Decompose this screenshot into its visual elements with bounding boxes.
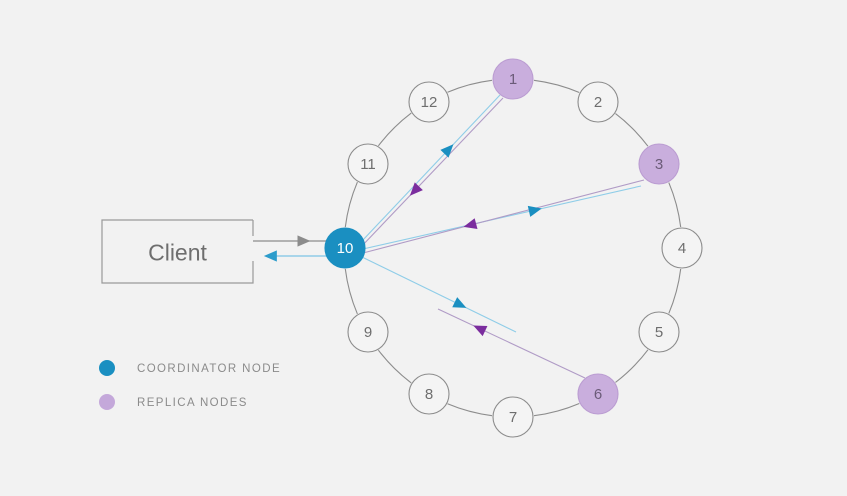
ring-circle-path xyxy=(344,79,682,417)
ring-node-11-label: 11 xyxy=(360,156,376,173)
legend-replica-dot-icon xyxy=(99,394,115,410)
ring-node-7-label: 7 xyxy=(509,409,517,426)
ring-node-3[interactable]: 3 xyxy=(638,143,680,185)
coordinator-to-node-6-outbound-arrowhead-icon xyxy=(452,297,467,308)
ring-node-4-circle xyxy=(661,227,703,269)
ring-node-12-circle xyxy=(408,81,450,123)
coordinator-to-node-1-inbound-line xyxy=(359,97,504,249)
ring-node-5-label: 5 xyxy=(655,324,663,341)
ring-node-11-circle xyxy=(347,143,389,185)
ring-node-9[interactable]: 9 xyxy=(347,311,389,353)
coordinator-to-node-6 xyxy=(361,256,586,379)
ring-arc-1-2 xyxy=(533,79,580,94)
coordinator-to-node-1-outbound-line xyxy=(361,94,501,242)
ring-node-6-circle xyxy=(577,373,619,415)
coordinator-to-node-1-outbound-arrowhead-icon xyxy=(440,144,454,158)
legend: COORDINATOR NODE REPLICA NODES xyxy=(99,360,281,410)
ring-arc-3-4 xyxy=(668,182,682,228)
ring-node-2-circle xyxy=(577,81,619,123)
ring-arc-2-3 xyxy=(615,113,649,147)
ring-node-9-label: 9 xyxy=(364,324,372,341)
ring-node-9-circle xyxy=(347,311,389,353)
coordinator-to-node-1 xyxy=(359,94,504,249)
ring-node-4[interactable]: 4 xyxy=(661,227,703,269)
ring-node-5[interactable]: 5 xyxy=(638,311,680,353)
ring-arc-9-10 xyxy=(344,268,358,315)
ring-node-10[interactable]: 10 xyxy=(324,227,366,269)
ring-node-8-circle xyxy=(408,373,450,415)
coordinator-to-node-6-inbound-line xyxy=(437,308,586,379)
ring-node-1-label: 1 xyxy=(509,71,517,88)
coordinator-to-node-6-outbound-line xyxy=(361,256,517,333)
ring-node-1-circle xyxy=(492,58,534,100)
client-response-arrowhead-icon xyxy=(263,250,277,262)
ring-arc-12-1 xyxy=(447,79,493,93)
ring-node-1[interactable]: 1 xyxy=(492,58,534,100)
ring-node-3-circle xyxy=(638,143,680,185)
client-request-arrowhead-icon xyxy=(297,235,311,247)
ring-arc-8-9 xyxy=(377,349,412,384)
ring-node-8-label: 8 xyxy=(425,386,433,403)
ring-arc-6-7 xyxy=(533,402,580,417)
ring-arc-10-11 xyxy=(344,181,358,228)
client-group: Client xyxy=(101,219,328,284)
ring-node-10-circle xyxy=(324,227,366,269)
legend-replica-label: REPLICA NODES xyxy=(137,397,248,409)
coordinator-to-node-1-inbound-arrowhead-icon xyxy=(409,182,423,196)
client-box-outline xyxy=(101,219,254,284)
coordinator-to-node-3-outbound-line xyxy=(362,185,642,250)
ring-arc-4-5 xyxy=(668,268,682,314)
coordinator-to-node-3-inbound-line xyxy=(362,179,645,254)
ring-node-5-circle xyxy=(638,311,680,353)
ring-node-7[interactable]: 7 xyxy=(492,396,534,438)
coordinator-to-node-3 xyxy=(362,179,645,254)
ring-node-12[interactable]: 12 xyxy=(408,81,450,123)
legend-item-coordinator: COORDINATOR NODE xyxy=(99,360,281,376)
ring-node-11[interactable]: 11 xyxy=(347,143,389,185)
ring-node-6[interactable]: 6 xyxy=(577,373,619,415)
ring-node-2-label: 2 xyxy=(594,94,602,111)
ring-arc-5-6 xyxy=(615,349,649,383)
legend-item-replica: REPLICA NODES xyxy=(99,394,248,410)
replication-connections xyxy=(359,94,645,379)
ring-arc-7-8 xyxy=(447,403,493,417)
coordinator-to-node-6-inbound-arrowhead-icon xyxy=(473,325,488,337)
legend-coordinator-label: COORDINATOR NODE xyxy=(137,363,281,375)
ring-arc-11-12 xyxy=(377,112,412,147)
coordinator-to-node-3-inbound-arrowhead-icon xyxy=(463,218,478,230)
ring-node-12-label: 12 xyxy=(421,94,438,111)
ring-node-4-label: 4 xyxy=(678,240,686,257)
client-label: Client xyxy=(148,240,207,266)
ring-node-8[interactable]: 8 xyxy=(408,373,450,415)
ring-node-10-label: 10 xyxy=(337,240,354,257)
ring-node-3-label: 3 xyxy=(655,156,663,173)
ring-node-2[interactable]: 2 xyxy=(577,81,619,123)
ring-node-7-circle xyxy=(492,396,534,438)
ring-node-6-label: 6 xyxy=(594,386,602,403)
legend-coordinator-dot-icon xyxy=(99,360,115,376)
coordinator-to-node-3-outbound-arrowhead-icon xyxy=(527,205,542,217)
